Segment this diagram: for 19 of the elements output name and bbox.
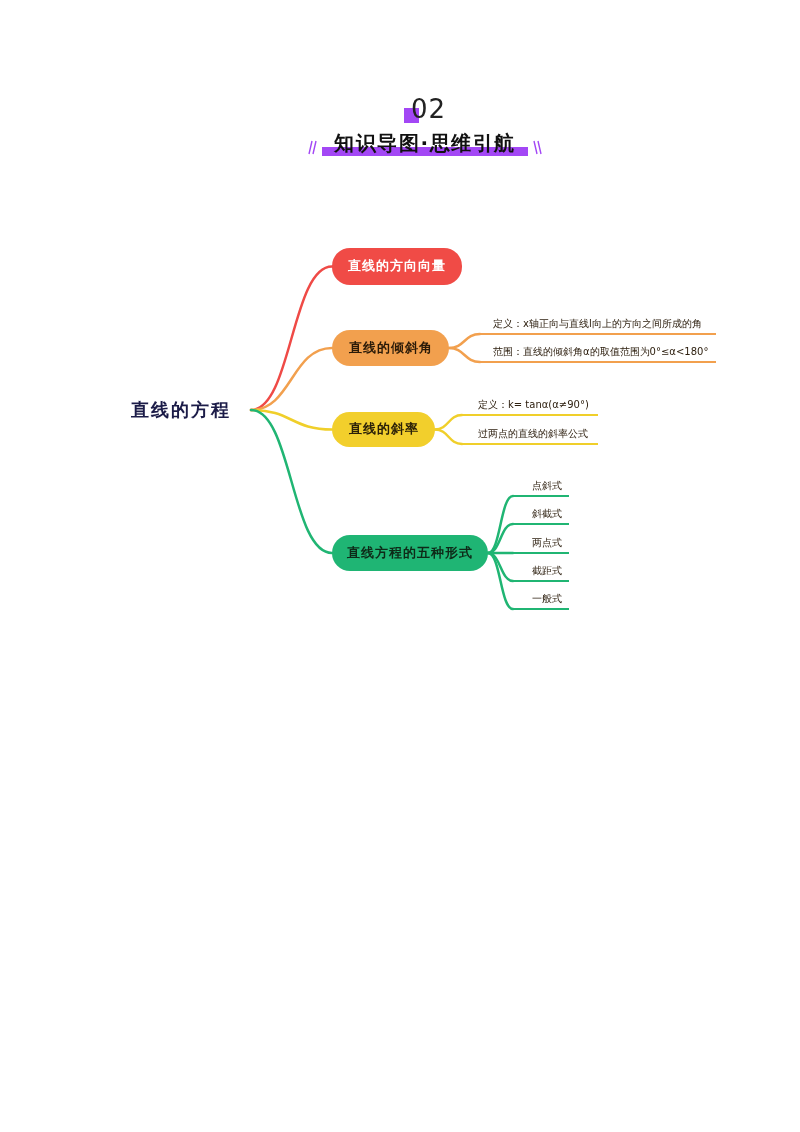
branch-pill: 直线的倾斜角 — [332, 330, 449, 366]
branch-pill: 直线的方向向量 — [332, 248, 462, 285]
branch-line — [249, 408, 334, 555]
subtopic-text: 定义：k= tanα(α≠90°) — [462, 396, 598, 416]
subtopic-text: 过两点的直线的斜率公式 — [462, 425, 598, 445]
branch-line — [486, 551, 515, 611]
branch-line — [447, 346, 482, 364]
subtopic-text: 截距式 — [513, 562, 569, 582]
subtopic-text: 定义：x轴正向与直线l向上的方向之间所成的角 — [480, 315, 716, 335]
branch-line — [486, 494, 515, 555]
subtopic-text: 一般式 — [513, 590, 569, 610]
branch-pill: 直线的斜率 — [332, 412, 435, 447]
central-topic: 直线的方程 — [131, 398, 251, 422]
branch-line — [433, 428, 464, 446]
subtopic-text: 斜截式 — [513, 505, 569, 525]
subtopic-text: 两点式 — [513, 534, 569, 554]
subtopic-text: 点斜式 — [513, 477, 569, 497]
subtopic-text: 范围：直线的倾斜角α的取值范围为0°≤α<180° — [480, 343, 716, 363]
branch-pill: 直线方程的五种形式 — [332, 535, 488, 571]
